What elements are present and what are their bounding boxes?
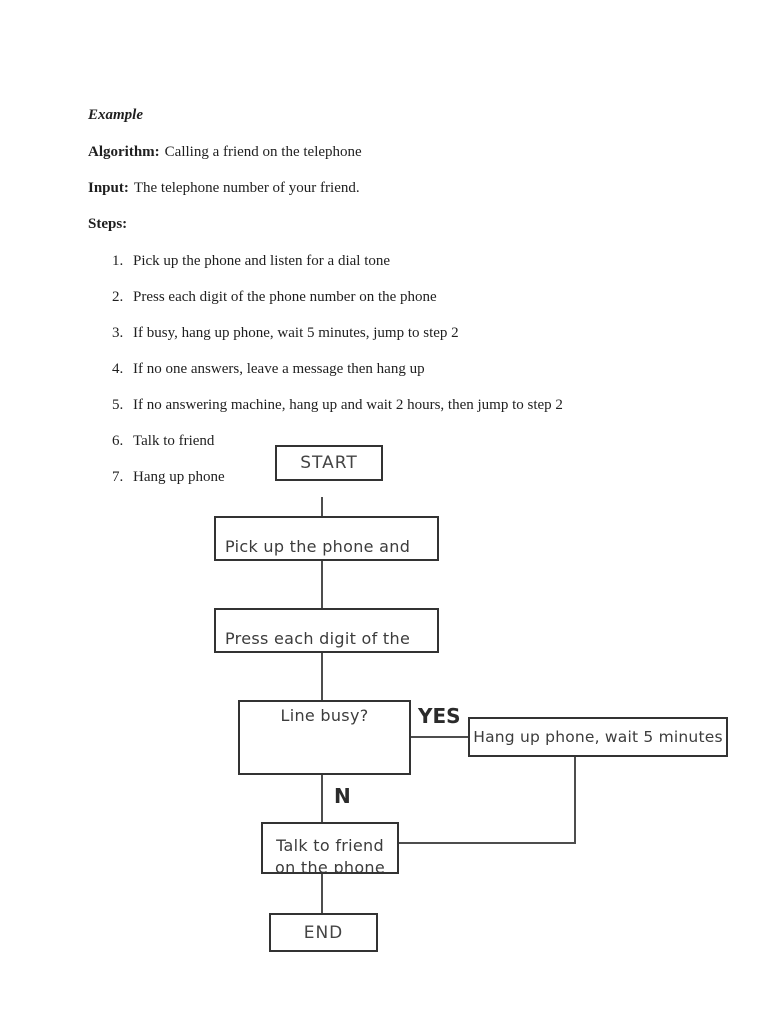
list-item: 5. If no answering machine, hang up and … [112, 397, 563, 414]
input-text: The telephone number of your friend. [133, 180, 360, 196]
algorithm-text: Calling a friend on the telephone [164, 144, 362, 160]
step-number: 7. [112, 469, 124, 485]
connector-busy-to-talk [321, 775, 323, 822]
connector-hangup-return-horizontal [399, 842, 576, 844]
steps-label: Steps: [88, 216, 128, 232]
flowchart-node-pickup: Pick up the phone and [214, 516, 439, 561]
flowchart-node-hangup-wait: Hang up phone, wait 5 minutes [468, 717, 728, 757]
flowchart-node-press: Press each digit of the [214, 608, 439, 653]
flowchart-node-talk: Talk to friend on the phone [261, 822, 399, 874]
list-item: 3. If busy, hang up phone, wait 5 minute… [112, 325, 459, 342]
talk-line-2: on the phone [274, 858, 386, 874]
step-text: Hang up phone [133, 469, 225, 485]
step-text: Talk to friend [133, 433, 215, 449]
step-text: Press each digit of the phone number on … [133, 289, 437, 305]
algorithm-label: Algorithm: [88, 144, 160, 160]
flowchart-node-end: END [269, 913, 378, 952]
list-item: 2. Press each digit of the phone number … [112, 289, 437, 306]
connector-talk-to-end [321, 874, 323, 913]
algorithm-line: Algorithm:Calling a friend on the teleph… [88, 144, 362, 161]
page-title: Example [88, 107, 143, 123]
connector-busy-to-hangup [411, 736, 468, 738]
step-number: 1. [112, 253, 124, 269]
connector-press-to-busy [321, 653, 323, 700]
step-text: Pick up the phone and listen for a dial … [133, 253, 391, 269]
list-item: 6. Talk to friend [112, 433, 214, 450]
step-text: If busy, hang up phone, wait 5 minutes, … [133, 325, 459, 341]
list-item: 1. Pick up the phone and listen for a di… [112, 253, 390, 270]
talk-line-1: Talk to friend [276, 836, 384, 855]
connector-hangup-return-vertical [574, 757, 576, 844]
connector-start-to-pickup [321, 497, 323, 516]
input-line: Input:The telephone number of your frien… [88, 180, 360, 197]
step-number: 3. [112, 325, 124, 341]
list-item: 7. Hang up phone [112, 469, 225, 486]
branch-label-yes: YES [418, 704, 461, 728]
connector-pickup-to-press [321, 561, 323, 608]
step-text: If no one answers, leave a message then … [133, 361, 425, 377]
branch-label-no: N [334, 784, 351, 808]
step-number: 2. [112, 289, 124, 305]
step-number: 4. [112, 361, 124, 377]
flowchart-node-start: START [275, 445, 383, 481]
input-label: Input: [88, 180, 129, 196]
step-number: 6. [112, 433, 124, 449]
list-item: 4. If no one answers, leave a message th… [112, 361, 425, 378]
step-text: If no answering machine, hang up and wai… [133, 397, 563, 413]
step-number: 5. [112, 397, 124, 413]
flowchart-node-line-busy: Line busy? [238, 700, 411, 775]
